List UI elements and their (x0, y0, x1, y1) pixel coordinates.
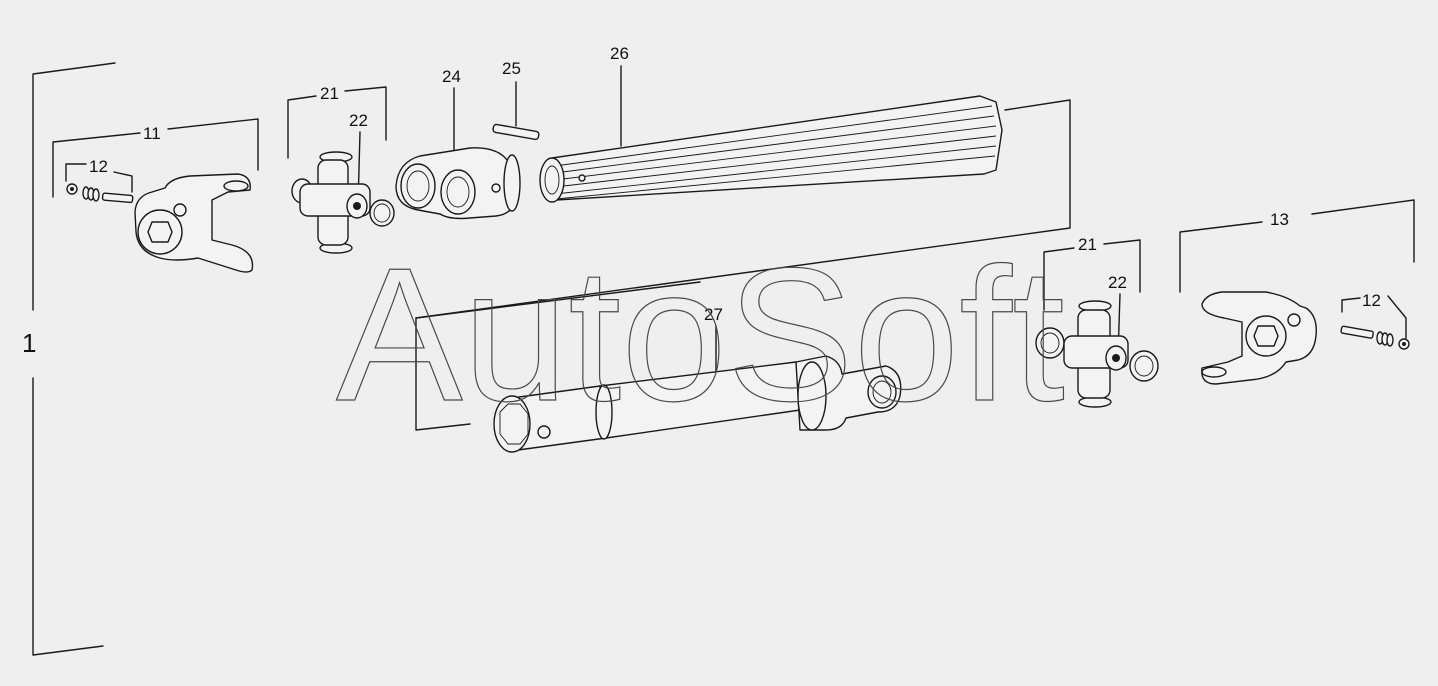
bracket-shaft-top (415, 99, 1071, 319)
spline-shaft (539, 95, 1003, 203)
bracket-11 (52, 132, 141, 198)
callout-12-right: 12 (1362, 291, 1381, 310)
callout-27: 27 (704, 305, 723, 324)
callout-26: 26 (610, 44, 629, 63)
watermark: AutoSoft (336, 229, 1065, 441)
bracket-12-right (1341, 297, 1361, 313)
bracket-21-left-right (344, 86, 387, 141)
callout-11: 11 (143, 124, 161, 143)
bolt-right (1340, 325, 1410, 350)
callout-21-right: 21 (1078, 235, 1097, 254)
cross-right (1035, 300, 1159, 408)
callout-13: 13 (1270, 210, 1289, 229)
assembly-label: 1 (22, 328, 36, 358)
callout-22-right: 22 (1108, 273, 1127, 292)
callout-24: 24 (442, 67, 461, 86)
callout-12-left: 12 (89, 157, 108, 176)
inner-yoke (395, 147, 521, 220)
bracket-11-right (167, 118, 259, 171)
callout-22-left: 22 (349, 111, 368, 130)
cross-left (291, 151, 395, 254)
pin (492, 123, 540, 141)
callout-21-left: 21 (320, 84, 339, 103)
bracket-21-right (1043, 247, 1075, 311)
callout-25: 25 (502, 59, 521, 78)
assembly-bracket (32, 62, 116, 656)
yoke-right (1201, 291, 1317, 385)
bracket-12-left (65, 163, 87, 182)
bolt-left (66, 183, 134, 204)
bracket-12-left-right (113, 171, 133, 193)
yoke-left (134, 173, 254, 273)
bracket-13-right (1311, 199, 1415, 263)
bracket-27 (415, 317, 471, 431)
outer-tube (493, 355, 902, 453)
bracket-21-right-right (1103, 239, 1141, 293)
bracket-27-link (415, 281, 701, 319)
bracket-12-right-right (1387, 295, 1407, 339)
bracket-13 (1179, 221, 1263, 293)
bracket-21-left (287, 95, 317, 159)
